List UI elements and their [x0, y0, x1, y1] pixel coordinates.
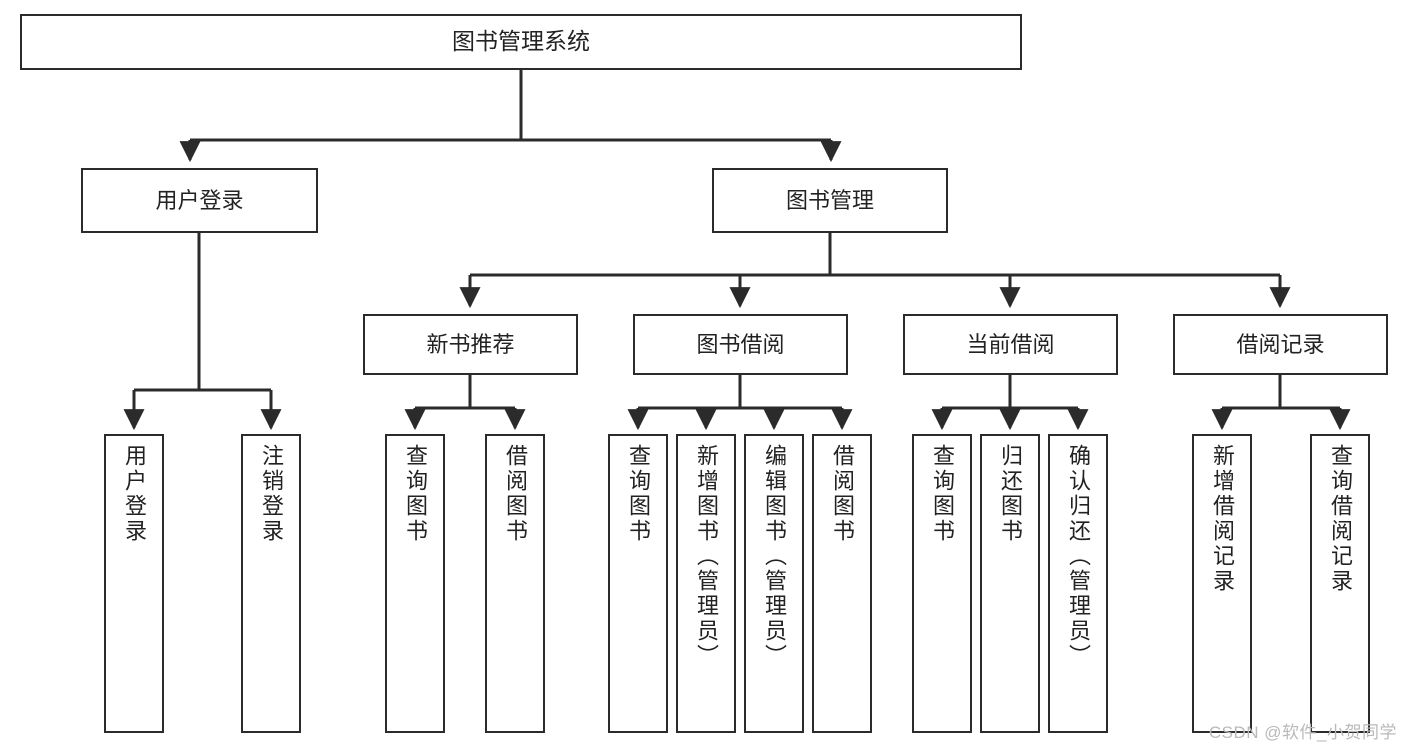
leaf-label: 查询图书 — [930, 444, 955, 544]
node-borrow-record[interactable]: 借阅记录 — [1173, 314, 1388, 375]
node-new-book-recommend[interactable]: 新书推荐 — [363, 314, 578, 375]
leaf-label: 新增借阅记录 — [1210, 444, 1235, 594]
node-borrow-record-label: 借阅记录 — [1236, 331, 1325, 357]
leaf-label: 编辑图书（管理员） — [762, 444, 787, 669]
node-new-book-recommend-label: 新书推荐 — [426, 331, 515, 357]
node-current-borrow[interactable]: 当前借阅 — [903, 314, 1118, 375]
leaf-node[interactable]: 注销登录 — [241, 434, 301, 733]
leaf-label: 用户登录 — [122, 444, 147, 544]
leaf-node[interactable]: 新增图书（管理员） — [676, 434, 736, 733]
leaf-node[interactable]: 编辑图书（管理员） — [744, 434, 804, 733]
leaf-node[interactable]: 用户登录 — [104, 434, 164, 733]
leaf-node[interactable]: 确认归还（管理员） — [1048, 434, 1108, 733]
node-user-login[interactable]: 用户登录 — [81, 168, 318, 233]
leaf-label: 确认归还（管理员） — [1066, 444, 1091, 669]
leaf-label: 新增图书（管理员） — [694, 444, 719, 669]
leaf-node[interactable]: 归还图书 — [980, 434, 1040, 733]
leaf-label: 借阅图书 — [503, 444, 528, 544]
node-user-login-label: 用户登录 — [155, 187, 244, 213]
leaf-node[interactable]: 查询图书 — [608, 434, 668, 733]
node-book-management[interactable]: 图书管理 — [712, 168, 948, 233]
leaf-node[interactable]: 借阅图书 — [812, 434, 872, 733]
node-book-management-label: 图书管理 — [785, 187, 874, 213]
leaf-label: 注销登录 — [259, 444, 284, 544]
node-book-borrow-label: 图书借阅 — [696, 331, 785, 357]
leaf-label: 查询图书 — [403, 444, 428, 544]
leaf-node[interactable]: 查询借阅记录 — [1310, 434, 1370, 733]
leaf-node[interactable]: 查询图书 — [385, 434, 445, 733]
leaf-label: 借阅图书 — [830, 444, 855, 544]
node-book-borrow[interactable]: 图书借阅 — [633, 314, 848, 375]
leaf-label: 归还图书 — [998, 444, 1023, 544]
watermark: CSDN @软件_小贺同学 — [1208, 723, 1397, 742]
node-root-label: 图书管理系统 — [452, 28, 590, 55]
node-current-borrow-label: 当前借阅 — [966, 331, 1055, 357]
leaf-node[interactable]: 借阅图书 — [485, 434, 545, 733]
leaf-node[interactable]: 查询图书 — [912, 434, 972, 733]
node-root[interactable]: 图书管理系统 — [20, 14, 1022, 70]
leaf-node[interactable]: 新增借阅记录 — [1192, 434, 1252, 733]
leaf-label: 查询借阅记录 — [1328, 444, 1353, 594]
leaf-label: 查询图书 — [626, 444, 651, 544]
